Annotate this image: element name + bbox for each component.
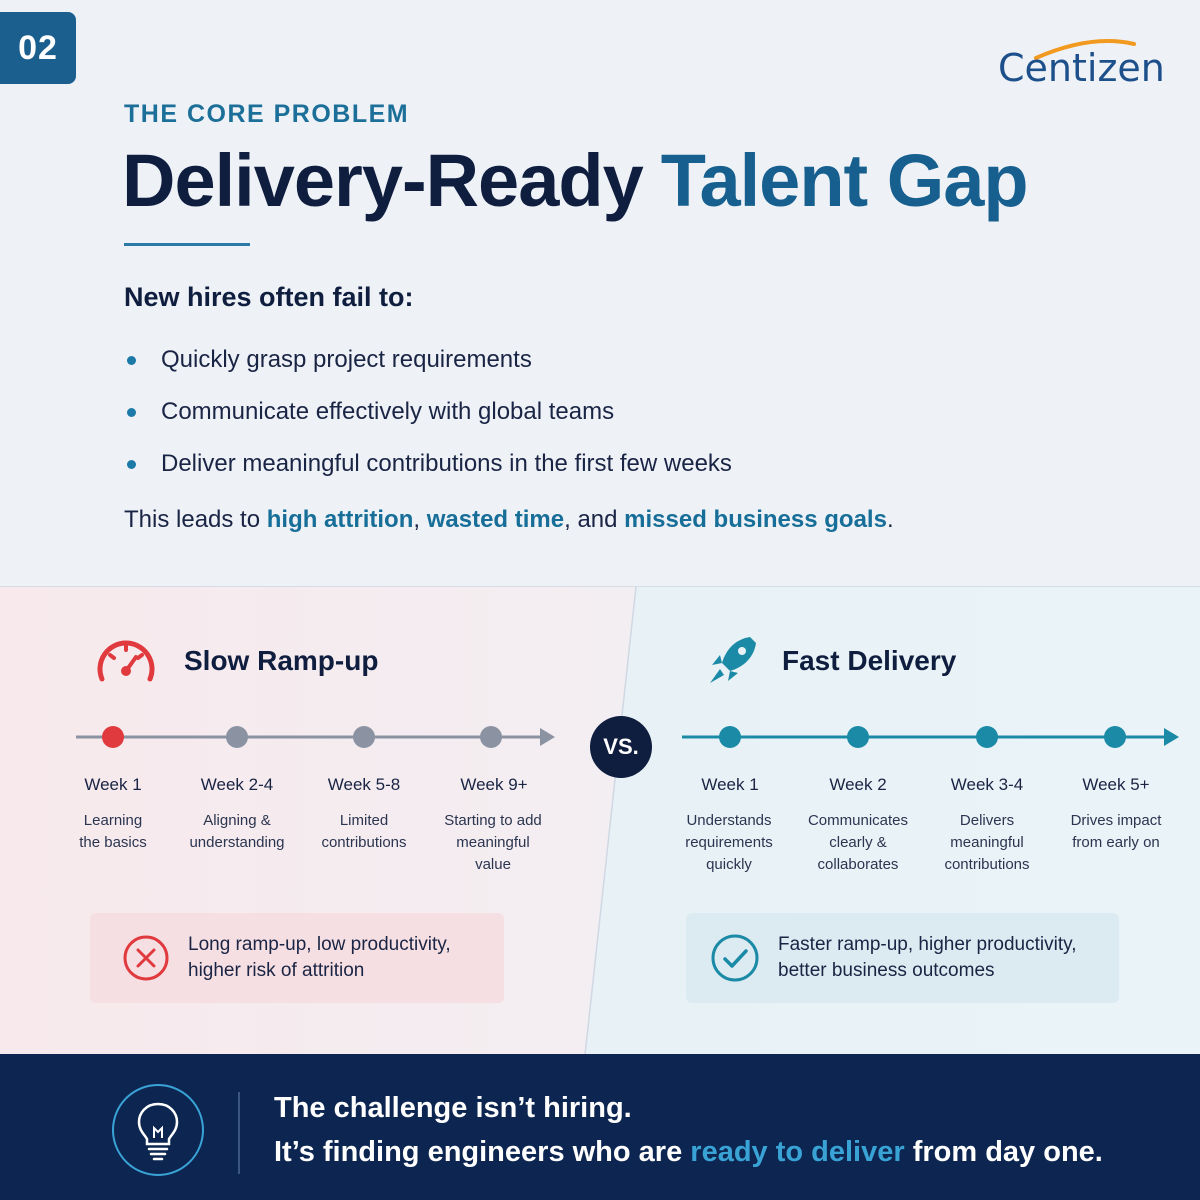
summary-suffix: . [886,506,894,533]
desc-line: contributions [321,834,407,851]
slow-step-week: Week 9+ [460,775,528,794]
list-item: Communicate effectively with global team… [124,386,732,438]
footer-line-2-suffix: from day one. [904,1136,1103,1168]
desc-line: Communicates [807,812,909,829]
outcome-line: Long ramp-up, low productivity, [188,934,451,955]
summary-highlight: high attrition [266,506,414,533]
desc-line: meaningful [456,834,530,851]
desc-line: Drives impact [1070,812,1162,829]
fast-timeline-dot [847,726,869,748]
fast-step-desc: Delivers meaningful contributions [917,810,1057,876]
fast-step-desc: Drives impact from early on [1046,810,1186,854]
slow-outcome-card: Long ramp-up, low productivity, higher r… [90,913,504,1003]
title-underline [124,243,250,246]
slow-timeline-dot [226,726,248,748]
fast-step-week: Week 3-4 [950,775,1024,794]
rocket-icon [710,637,756,683]
comparison-section: Slow Ramp-up Fast Delivery VS. Week 1 We… [0,586,1200,1055]
lightbulb-icon [112,1084,204,1176]
speedometer-icon [97,640,155,682]
fast-outcome-text: Faster ramp-up, higher productivity, bet… [778,932,1077,984]
slow-step-desc: Limited contributions [294,810,434,854]
desc-line: clearly & [829,834,887,851]
slow-timeline-dot [102,726,124,748]
footer-line-2: It’s finding engineers who are ready to … [274,1136,1103,1169]
fast-timeline-dot [976,726,998,748]
slow-step-desc: Aligning & understanding [167,810,307,854]
footer-highlight: ready to deliver [690,1136,905,1168]
fast-timeline-dot [1104,726,1126,748]
fast-step-week: Week 5+ [1082,775,1150,794]
slow-step-desc: Starting to add meaningful value [423,810,563,876]
desc-line: the basics [79,834,147,851]
list-item: Deliver meaningful contributions in the … [124,438,732,490]
desc-line: understanding [189,834,285,851]
list-item-text: Deliver meaningful contributions in the … [161,450,732,477]
desc-line: value [475,856,511,873]
desc-line: meaningful [950,834,1024,851]
footer-divider [238,1092,240,1174]
desc-line: Delivers [959,812,1015,829]
slow-step-week: Week 1 [84,775,142,794]
desc-line: Limited [339,812,389,829]
slide-number-badge: 02 [0,12,76,84]
vs-badge: VS. [590,716,652,778]
fast-outcome-card: Faster ramp-up, higher productivity, bet… [686,913,1119,1003]
title-part-1: Delivery-Ready [122,139,644,222]
check-circle-icon [711,934,759,982]
summary-prefix: This leads to [124,506,267,533]
intro-lead: New hires often fail to: [124,282,414,312]
fast-step-desc: Understands requirements quickly [659,810,799,876]
desc-line: from early on [1072,834,1160,851]
summary-sep: , [413,506,427,533]
fast-panel-title: Fast Delivery [782,645,957,676]
bullet-dot [127,355,136,365]
slow-panel-title: Slow Ramp-up [184,645,379,676]
footer-banner: The challenge isn’t hiring. It’s finding… [0,1054,1200,1200]
summary-highlight: wasted time [426,506,565,533]
logo-text: Centizen [998,46,1165,90]
fast-step-week: Week 1 [701,775,759,794]
slow-timeline-dot [353,726,375,748]
centizen-logo: Centizen [996,36,1165,92]
slow-step-week: Week 2-4 [200,775,274,794]
desc-line: contributions [944,856,1030,873]
fast-timeline-arrow [1164,728,1179,746]
slow-step-desc: Learning the basics [43,810,183,854]
logo-arc [1034,39,1136,60]
list-item-text: Quickly grasp project requirements [161,346,532,373]
bullet-dot [127,459,136,469]
footer-line-1: The challenge isn’t hiring. [274,1092,632,1124]
desc-line: requirements [685,834,773,851]
close-circle-icon [123,935,169,981]
footer-line-2-prefix: It’s finding engineers who are [274,1136,691,1168]
slow-step-week: Week 5-8 [327,775,401,794]
desc-line: collaborates [817,856,899,873]
fast-step-week: Week 2 [829,775,887,794]
outcome-line: higher risk of attrition [188,960,365,981]
summary-highlight: missed business goals [624,506,887,533]
fast-step-desc: Communicates clearly & collaborates [788,810,928,876]
desc-line: Learning [83,812,143,829]
slow-timeline-arrow [540,728,555,746]
slow-timeline-dot [480,726,502,748]
desc-line: Starting to add [444,812,542,829]
list-item-text: Communicate effectively with global team… [161,398,615,425]
section-eyebrow: THE CORE PROBLEM [124,100,410,128]
title-part-2: Talent Gap [660,139,1029,222]
desc-line: Aligning & [203,812,271,829]
outcome-line: better business outcomes [778,960,995,981]
bullet-dot [127,407,136,417]
summary-text: This leads to high attrition, wasted tim… [124,506,894,534]
slow-outcome-text: Long ramp-up, low productivity, higher r… [188,932,451,984]
problem-list: Quickly grasp project requirements Commu… [124,334,732,490]
list-item: Quickly grasp project requirements [124,334,732,386]
outcome-line: Faster ramp-up, higher productivity, [778,934,1077,955]
fast-timeline-dot [719,726,741,748]
desc-line: quickly [706,856,752,873]
desc-line: Understands [686,812,772,829]
summary-sep: , and [564,506,625,533]
